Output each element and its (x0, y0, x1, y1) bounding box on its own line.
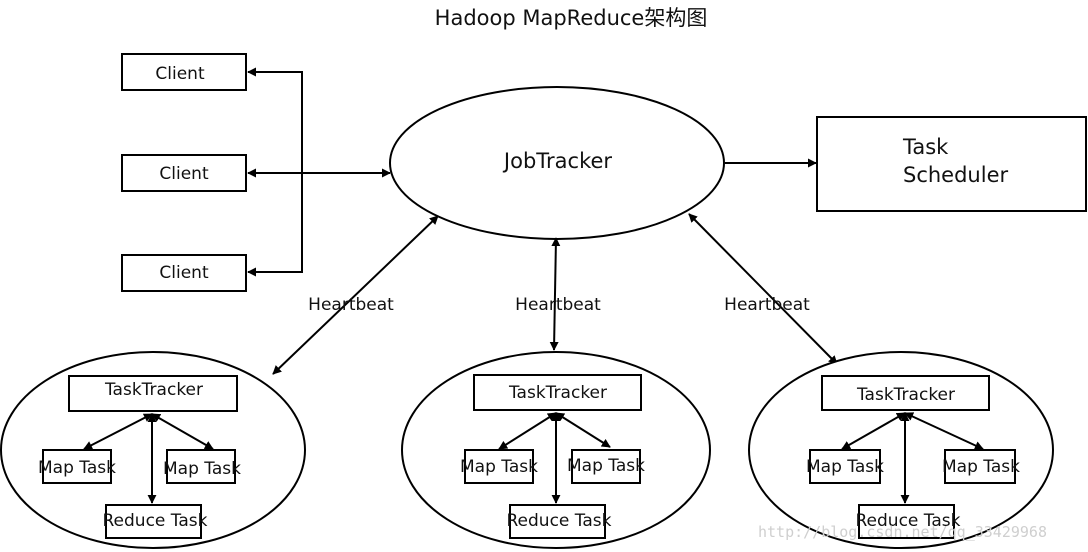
map-task-label: Map Task (460, 457, 538, 477)
reduce-task-label: Reduce Task (507, 511, 612, 531)
map-task-label: Map Task (567, 456, 645, 476)
client-label: Client (159, 164, 209, 184)
diagram-title: Hadoop MapReduce架构图 (435, 6, 708, 30)
map-task-box (571, 449, 641, 484)
heartbeat-label-left: Heartbeat (308, 295, 394, 315)
tasktracker-label: TaskTracker (508, 383, 607, 403)
map-task-label: Map Task (38, 458, 116, 478)
map-task-label: Map Task (163, 459, 241, 479)
client-connectors (247, 67, 391, 277)
map-task-box (166, 449, 236, 484)
tasktracker-label: TaskTracker (856, 385, 955, 405)
tasktracker-node-1: TaskTracker Map Task Map Task Reduce Tas… (0, 351, 306, 549)
heartbeat-label-right: Heartbeat (724, 295, 810, 315)
map-task-label: Map Task (942, 457, 1020, 477)
client-label: Client (155, 64, 205, 84)
reduce-task-box (858, 504, 955, 539)
reduce-task-box (105, 504, 202, 539)
scheduler-label-line2: Scheduler (903, 163, 1008, 187)
scheduler-label-line1: Task (902, 135, 949, 159)
client-box-1: Client (121, 53, 247, 91)
reduce-task-label: Reduce Task (103, 511, 208, 531)
watermark-text: http://blog.csdn.net/qq_33429968 (758, 523, 1047, 541)
heartbeat-arrow-right (688, 213, 838, 365)
reduce-task-box (509, 504, 606, 539)
heartbeat-arrow-left (272, 215, 439, 375)
client-label: Client (159, 263, 209, 283)
heartbeat-arrow-center (549, 237, 561, 351)
heartbeat-label-center: Heartbeat (515, 295, 601, 315)
map-task-box (944, 449, 1016, 484)
map-task-label: Map Task (806, 457, 884, 477)
jobtracker-node: JobTracker (389, 86, 725, 240)
client-box-3: Client (121, 254, 247, 292)
client-box-2: Client (121, 154, 247, 192)
map-task-box (809, 449, 881, 484)
tasktracker-box (68, 375, 238, 412)
tasktracker-box (473, 374, 642, 411)
task-scheduler-box: Task Scheduler (816, 116, 1087, 212)
tasktracker-box (821, 375, 990, 411)
map-task-box (464, 449, 534, 484)
jobtracker-label: JobTracker (502, 149, 612, 173)
tasktracker-node-3: TaskTracker Map Task Map Task Reduce Tas… (748, 351, 1054, 549)
heartbeat-connectors (272, 213, 838, 375)
map-task-box (42, 449, 112, 484)
tasktracker-label: TaskTracker (104, 380, 203, 400)
reduce-task-label: Reduce Task (856, 511, 961, 531)
tasktracker-node-2: TaskTracker Map Task Map Task Reduce Tas… (401, 351, 711, 549)
